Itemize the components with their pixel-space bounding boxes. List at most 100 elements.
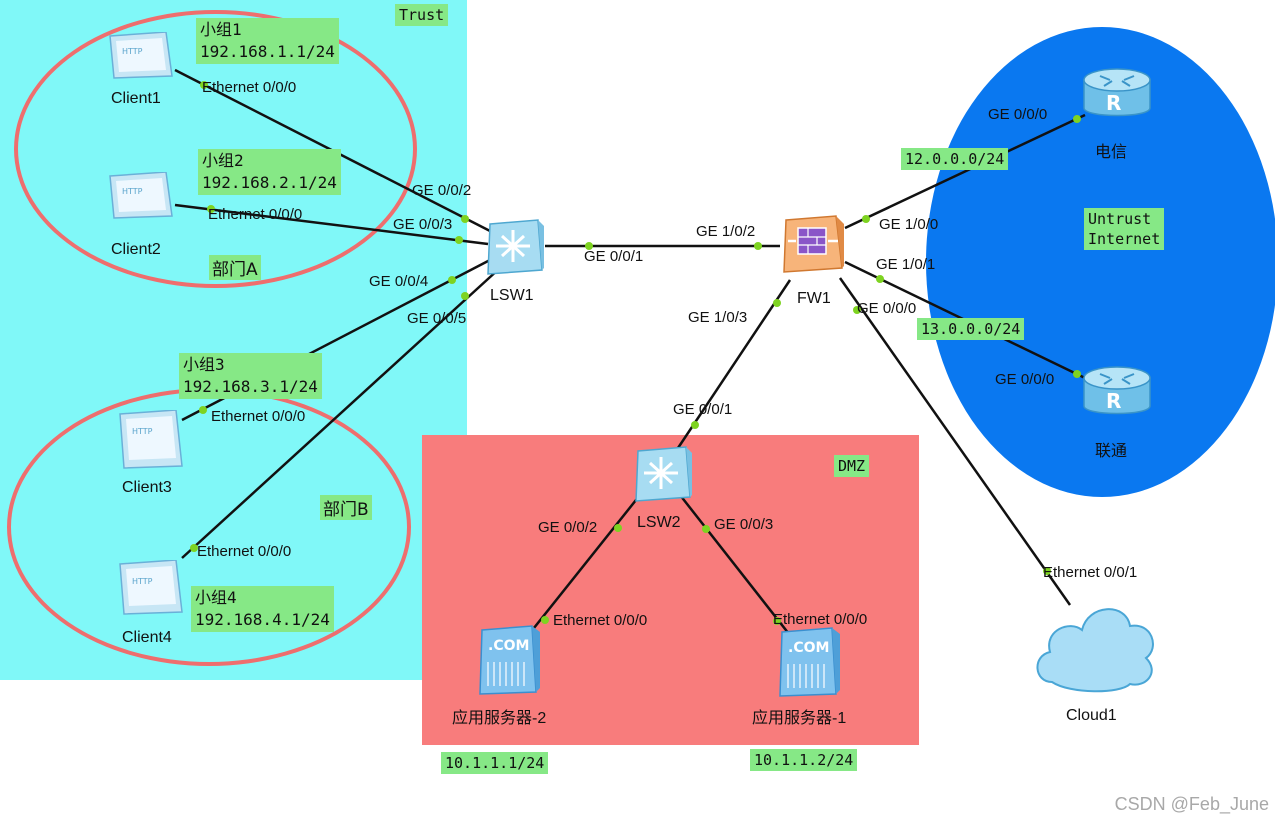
client1-port-label: Ethernet 0/0/0 xyxy=(202,79,297,96)
fw1-port-ge102: GE 1/0/2 xyxy=(696,223,756,240)
group-2-name: 小组2 xyxy=(202,151,244,170)
port-dot xyxy=(585,242,593,250)
unicom-subnet-tag: 13.0.0.0/24 xyxy=(917,318,1025,340)
group-3-name: 小组3 xyxy=(183,355,225,374)
lsw2-port-ge002: GE 0/0/2 xyxy=(538,519,598,536)
com-server-icon[interactable]: .COM xyxy=(478,624,542,700)
group-1-name: 小组1 xyxy=(200,20,242,39)
svg-text:HTTP: HTTP xyxy=(132,427,153,436)
http-client-icon[interactable]: HTTP xyxy=(114,559,184,620)
router-icon[interactable]: R xyxy=(1080,362,1154,428)
http-client-icon[interactable]: HTTP xyxy=(104,171,174,224)
link-fw1-telecom xyxy=(844,113,1086,230)
port-dot xyxy=(541,616,549,624)
untrust-zone-label: Untrust Internet xyxy=(1084,208,1165,250)
svg-text:R: R xyxy=(1106,389,1121,413)
server2-port-label: Ethernet 0/0/0 xyxy=(553,612,648,629)
client3-port-label: Ethernet 0/0/0 xyxy=(211,408,306,425)
lsw2-port-ge003: GE 0/0/3 xyxy=(714,516,774,533)
group-3-tag: 小组3 192.168.3.1/24 xyxy=(179,353,322,399)
department-a-ring xyxy=(14,10,417,288)
svg-text:HTTP: HTTP xyxy=(122,47,143,56)
port-dot xyxy=(1073,115,1081,123)
link-client4-lsw1 xyxy=(181,267,501,559)
http-client-icon[interactable]: HTTP xyxy=(114,409,184,474)
lsw1-port-ge004: GE 0/0/4 xyxy=(369,273,429,290)
lsw2-port-ge001: GE 0/0/1 xyxy=(673,401,733,418)
fw1-port-ge103: GE 1/0/3 xyxy=(688,309,748,326)
port-dot xyxy=(199,406,207,414)
client1-label: Client1 xyxy=(111,90,161,107)
port-dot xyxy=(862,215,870,223)
svg-text:HTTP: HTTP xyxy=(132,577,153,586)
telecom-subnet-tag: 12.0.0.0/24 xyxy=(901,148,1009,170)
client2-port-label: Ethernet 0/0/0 xyxy=(208,206,303,223)
port-dot xyxy=(448,276,456,284)
fw1-label: FW1 xyxy=(797,290,831,307)
cloud1-port-label: Ethernet 0/0/1 xyxy=(1043,564,1138,581)
port-dot xyxy=(1073,370,1081,378)
fw1-port-ge100: GE 1/0/0 xyxy=(879,216,939,233)
link-lsw2-server2 xyxy=(517,494,641,649)
link-fw1-lsw2 xyxy=(668,279,792,461)
group-2-tag: 小组2 192.168.2.1/24 xyxy=(198,149,341,195)
switch-icon[interactable] xyxy=(630,445,694,507)
lsw1-port-ge003: GE 0/0/3 xyxy=(393,216,453,233)
telecom-label: 电信 xyxy=(1095,144,1128,161)
lsw2-label: LSW2 xyxy=(637,514,681,531)
port-dot xyxy=(691,421,699,429)
link-client2-lsw1 xyxy=(174,203,489,246)
lsw1-label: LSW1 xyxy=(490,287,534,304)
port-dot xyxy=(853,306,861,314)
unicom-port-label: GE 0/0/0 xyxy=(995,371,1055,388)
fw1-port-ge101: GE 1/0/1 xyxy=(876,256,936,273)
port-dot xyxy=(754,242,762,250)
port-dot xyxy=(455,236,463,244)
port-dot xyxy=(773,617,781,625)
lsw1-port-ge005: GE 0/0/5 xyxy=(407,310,467,327)
trust-zone-label: Trust xyxy=(395,4,449,26)
untrust-zone-label-line2: Internet xyxy=(1088,230,1161,248)
firewall-icon[interactable] xyxy=(780,212,846,280)
client4-port-label: Ethernet 0/0/0 xyxy=(197,543,292,560)
link-fw1-cloud1 xyxy=(838,277,1072,606)
port-dot xyxy=(190,544,198,552)
com-server-icon[interactable]: .COM xyxy=(778,626,842,702)
department-a-label: 部门A xyxy=(209,255,261,280)
port-dot xyxy=(614,524,622,532)
client4-label: Client4 xyxy=(122,629,172,646)
server1-port-label: Ethernet 0/0/0 xyxy=(773,611,868,628)
cloud-icon[interactable] xyxy=(1030,590,1162,700)
port-dot xyxy=(461,292,469,300)
lsw1-port-ge002: GE 0/0/2 xyxy=(412,182,472,199)
telecom-port-label: GE 0/0/0 xyxy=(988,106,1048,123)
untrust-zone-label-line1: Untrust xyxy=(1088,210,1152,228)
svg-text:.COM: .COM xyxy=(488,638,529,654)
group-2-subnet: 192.168.2.1/24 xyxy=(202,173,337,192)
cloud1-label: Cloud1 xyxy=(1066,707,1117,724)
http-client-icon[interactable]: HTTP xyxy=(104,31,174,84)
group-1-subnet: 192.168.1.1/24 xyxy=(200,42,335,61)
group-4-subnet: 192.168.4.1/24 xyxy=(195,610,330,629)
server2-ip-tag: 10.1.1.1/24 xyxy=(441,752,549,774)
server1-ip-tag: 10.1.1.2/24 xyxy=(750,749,858,771)
server1-label: 应用服务器-1 xyxy=(752,710,847,727)
port-dot xyxy=(200,81,208,89)
svg-text:HTTP: HTTP xyxy=(122,187,143,196)
client3-label: Client3 xyxy=(122,479,172,496)
router-icon[interactable]: R xyxy=(1080,64,1154,130)
port-dot xyxy=(773,299,781,307)
port-dot xyxy=(207,205,215,213)
svg-text:.COM: .COM xyxy=(788,640,829,656)
svg-text:R: R xyxy=(1106,91,1121,115)
lsw1-port-ge001: GE 0/0/1 xyxy=(584,248,644,265)
port-dot xyxy=(702,525,710,533)
group-1-tag: 小组1 192.168.1.1/24 xyxy=(196,18,339,64)
client2-label: Client2 xyxy=(111,241,161,258)
port-dot xyxy=(461,215,469,223)
department-b-label: 部门B xyxy=(320,495,372,520)
port-dot xyxy=(876,275,884,283)
fw1-port-ge000: GE 0/0/0 xyxy=(857,300,917,317)
switch-icon[interactable] xyxy=(482,218,546,280)
dmz-zone-label: DMZ xyxy=(834,455,870,477)
